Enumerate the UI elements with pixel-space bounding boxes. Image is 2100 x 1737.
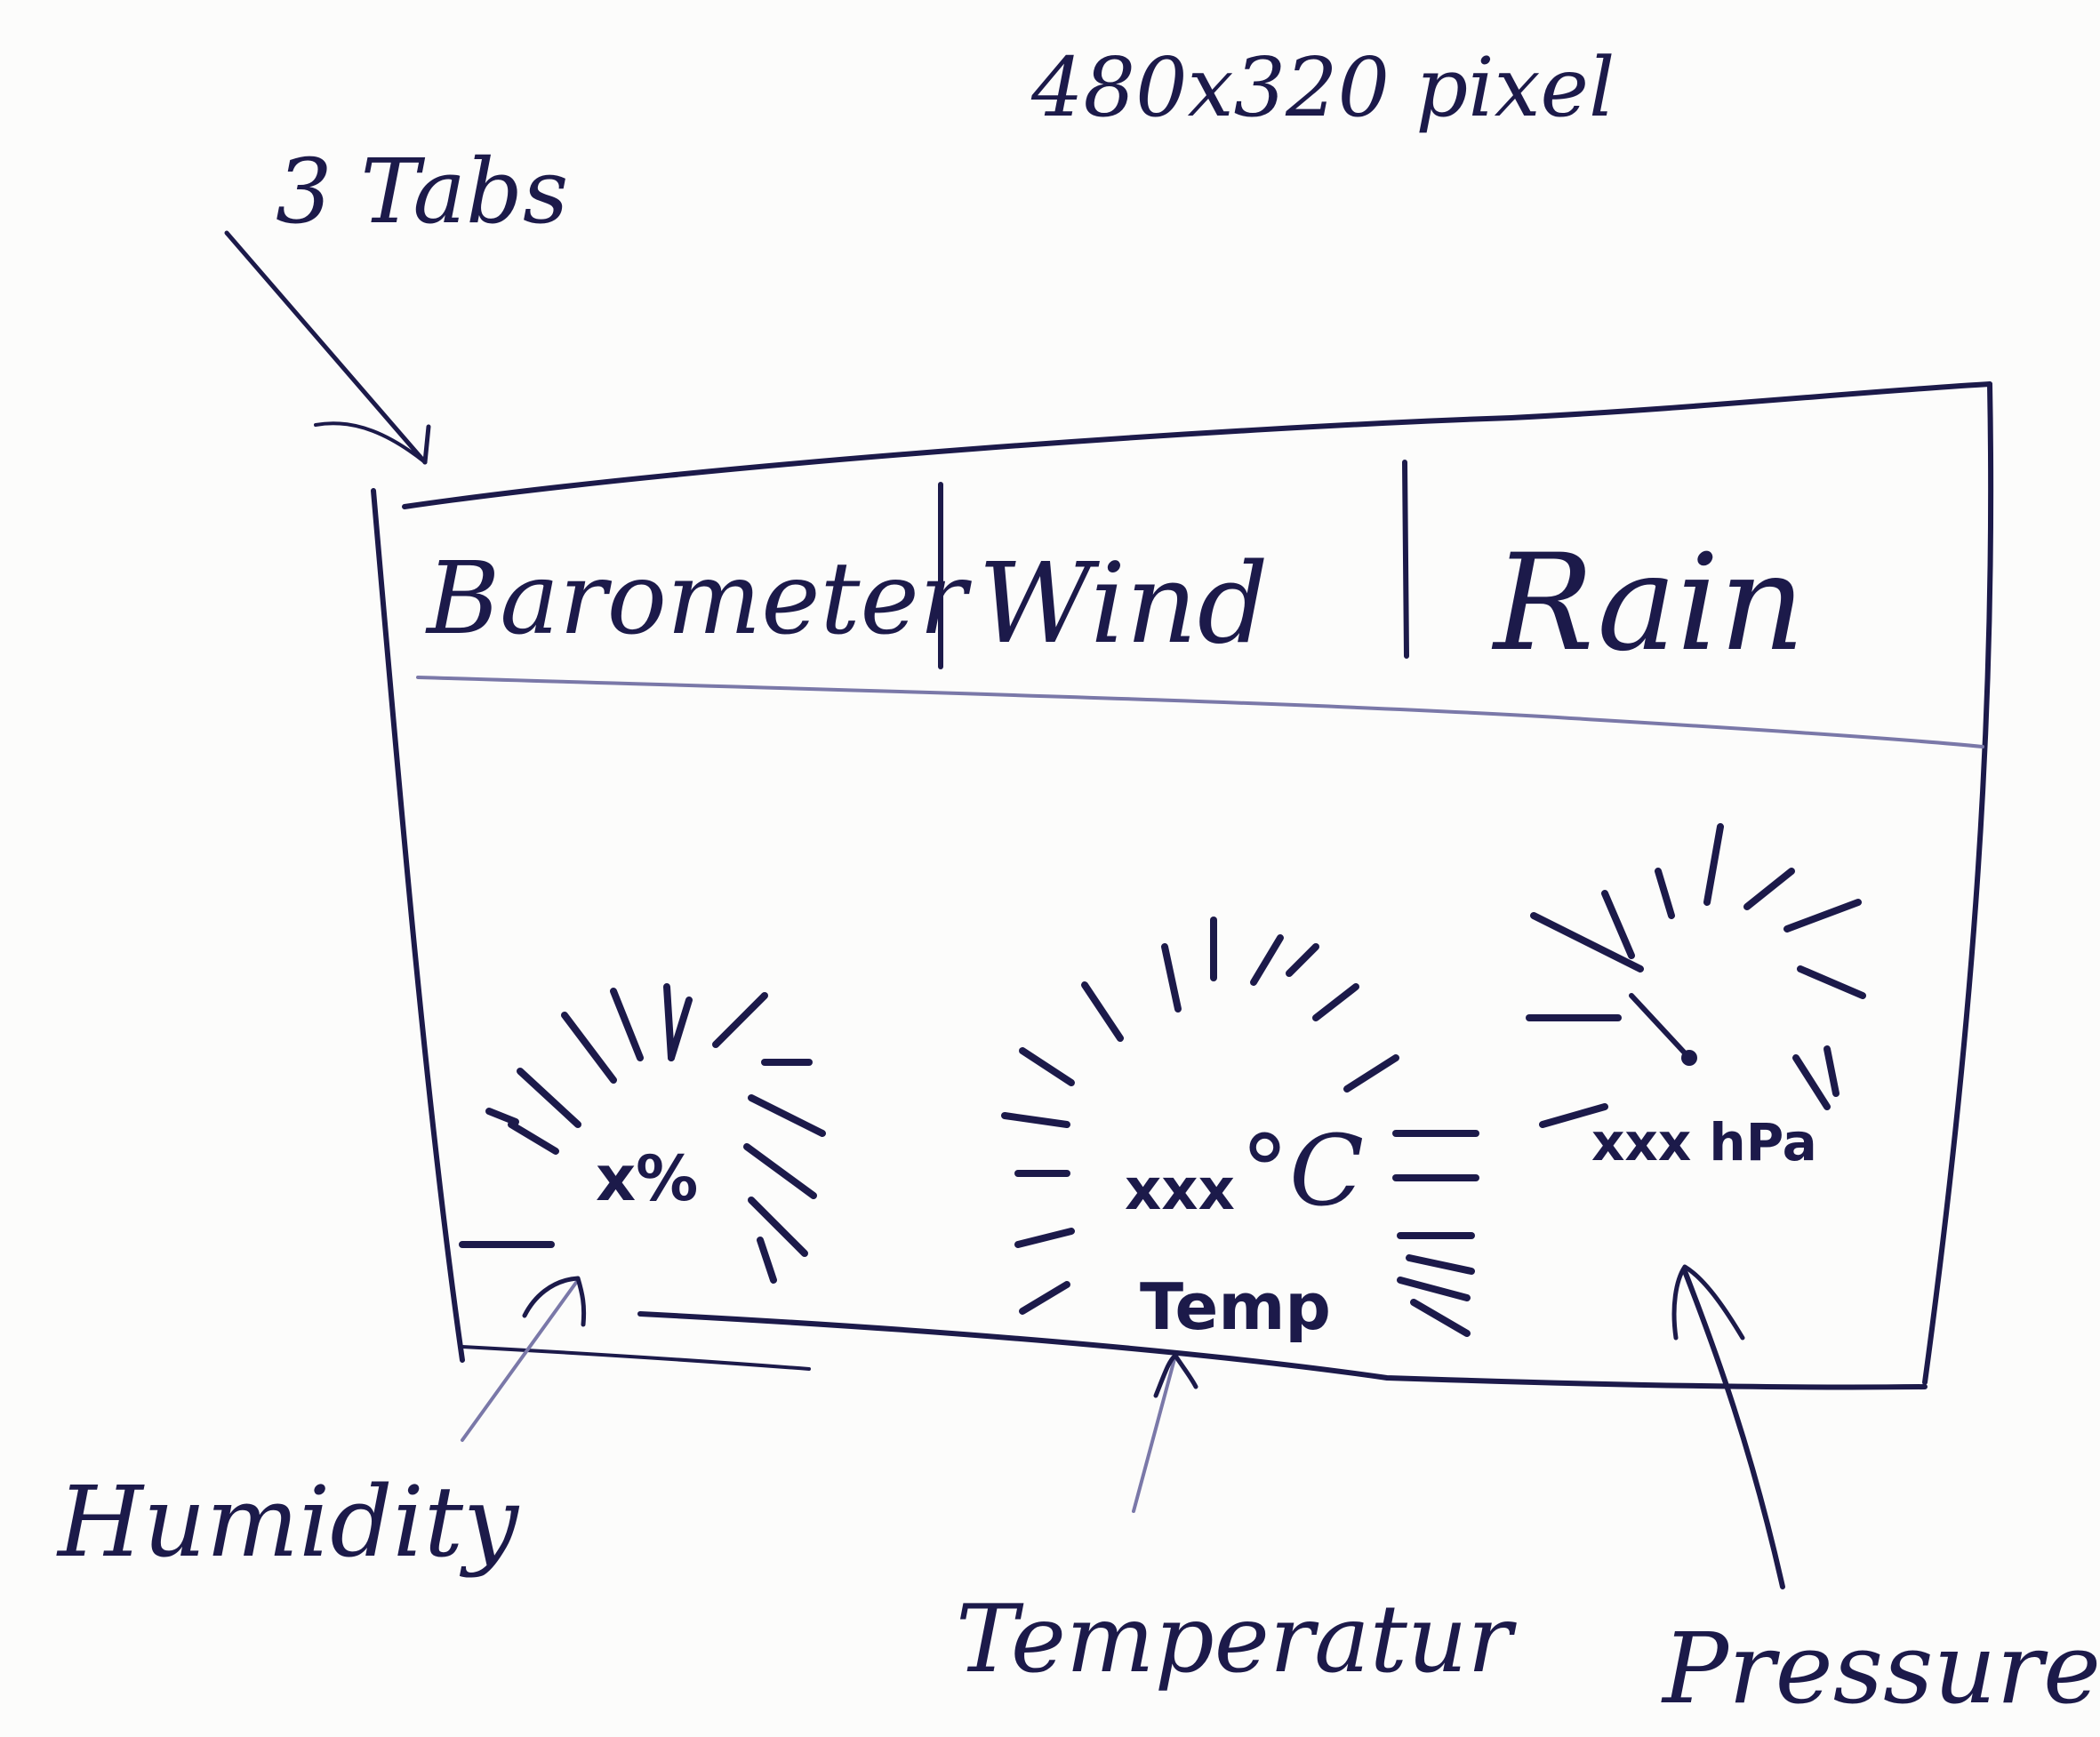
temperature-label: Temperatur: [956, 1585, 1518, 1693]
humidity-gauge-icon: [459, 983, 826, 1284]
tabs-note-arrow: [224, 230, 431, 465]
tabs-note: 3 Tabs: [276, 140, 568, 244]
pressure-arrow: [1671, 1264, 1785, 1589]
tab-wind-label: Wind: [978, 540, 1269, 668]
pressure-gauge-icon: [1526, 823, 1866, 1128]
tab-rain-label: Rain: [1491, 526, 1805, 681]
temperature-caption: Temp: [1140, 1269, 1331, 1344]
pressure-label: Pressure: [1661, 1612, 2100, 1725]
device-frame: [371, 381, 1994, 1390]
tab-barometer[interactable]: Barometer: [409, 507, 973, 676]
temperature-arrow: [1132, 1353, 1198, 1513]
temperature-readout-unit: °C: [1240, 1114, 1364, 1228]
tab-rain[interactable]: Rain: [1410, 467, 1979, 681]
humidity-readout: x%: [596, 1142, 698, 1215]
tab-barometer-label: Barometer: [425, 541, 973, 657]
humidity-label: Humidity: [56, 1465, 520, 1579]
resolution-note: 480x320 pixel: [1030, 40, 1615, 135]
humidity-arrow: [461, 1276, 587, 1442]
pressure-readout: xxx hPa: [1591, 1112, 1817, 1173]
temperature-readout-value: xxx: [1125, 1157, 1235, 1223]
temperature-gauge-icon: [1001, 917, 1479, 1337]
tab-bar: [416, 460, 1984, 748]
tab-wind[interactable]: Wind: [944, 489, 1402, 668]
